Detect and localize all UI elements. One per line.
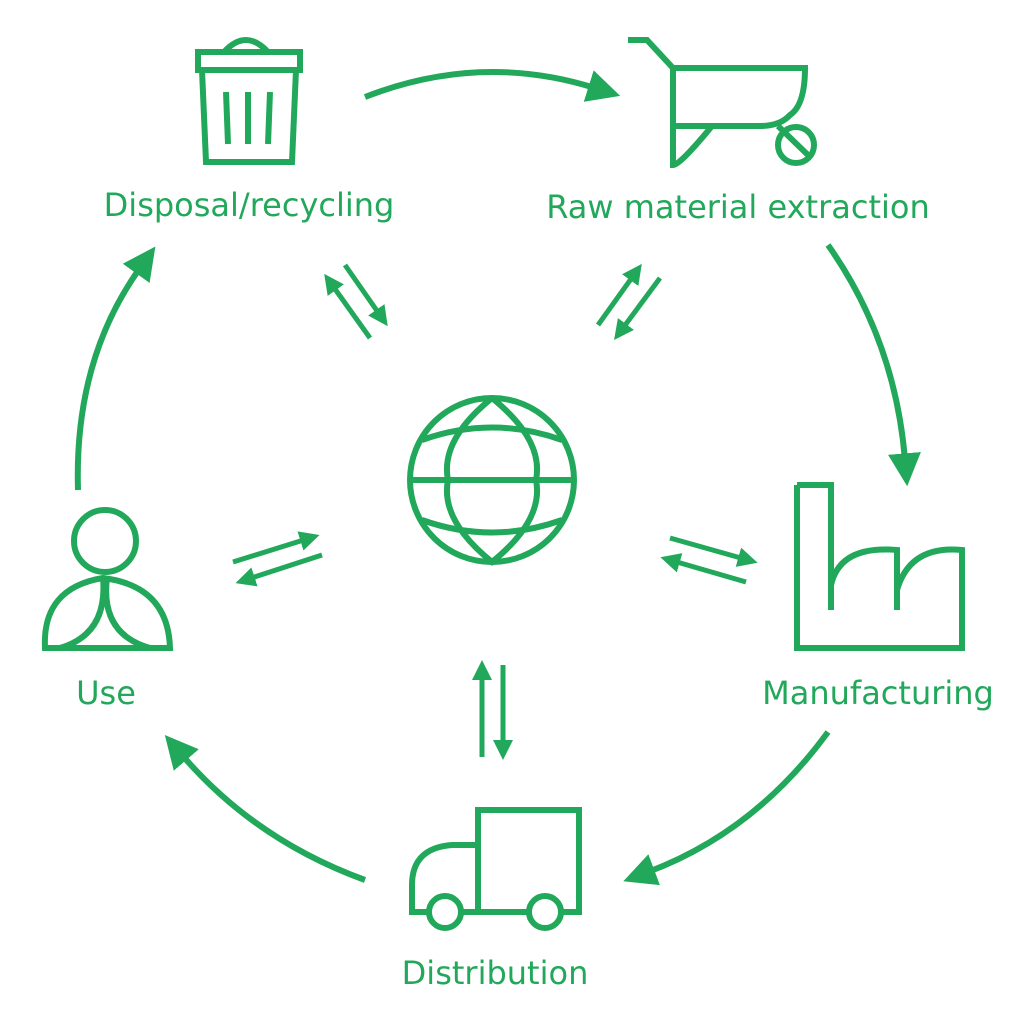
arrow-disposal-to-globe xyxy=(342,263,388,327)
truck-icon xyxy=(409,807,582,931)
arrow-raw-to-globe xyxy=(614,276,663,341)
arrow-globe-to-use xyxy=(235,552,323,587)
factory-icon xyxy=(794,482,965,651)
globe-icon xyxy=(407,395,577,566)
label-raw-material: Raw material extraction xyxy=(546,188,930,226)
trash-can-icon xyxy=(195,37,303,165)
arrow-disposal-to-raw xyxy=(363,69,621,102)
arrow-distribution-to-use xyxy=(164,734,367,883)
arrow-globe-to-raw xyxy=(595,263,642,327)
label-manufacturing: Manufacturing xyxy=(762,674,994,712)
label-distribution: Distribution xyxy=(401,954,589,992)
label-disposal: Disposal/recycling xyxy=(103,186,395,224)
label-use: Use xyxy=(76,674,136,712)
exchange-arrows xyxy=(232,263,758,760)
arrow-globe-to-disposal xyxy=(324,273,373,340)
person-icon xyxy=(41,507,174,651)
cycle-arrows xyxy=(74,69,921,886)
arrow-use-to-disposal xyxy=(74,246,156,491)
arrow-manufacturing-to-globe xyxy=(660,553,747,585)
arrow-globe-to-manufacturing xyxy=(669,535,758,567)
arrow-use-to-globe xyxy=(232,531,320,565)
arrow-raw-to-manufacturing xyxy=(825,243,921,487)
wheelbarrow-icon xyxy=(628,37,817,169)
arrow-manufacturing-to-distribution xyxy=(623,730,831,886)
